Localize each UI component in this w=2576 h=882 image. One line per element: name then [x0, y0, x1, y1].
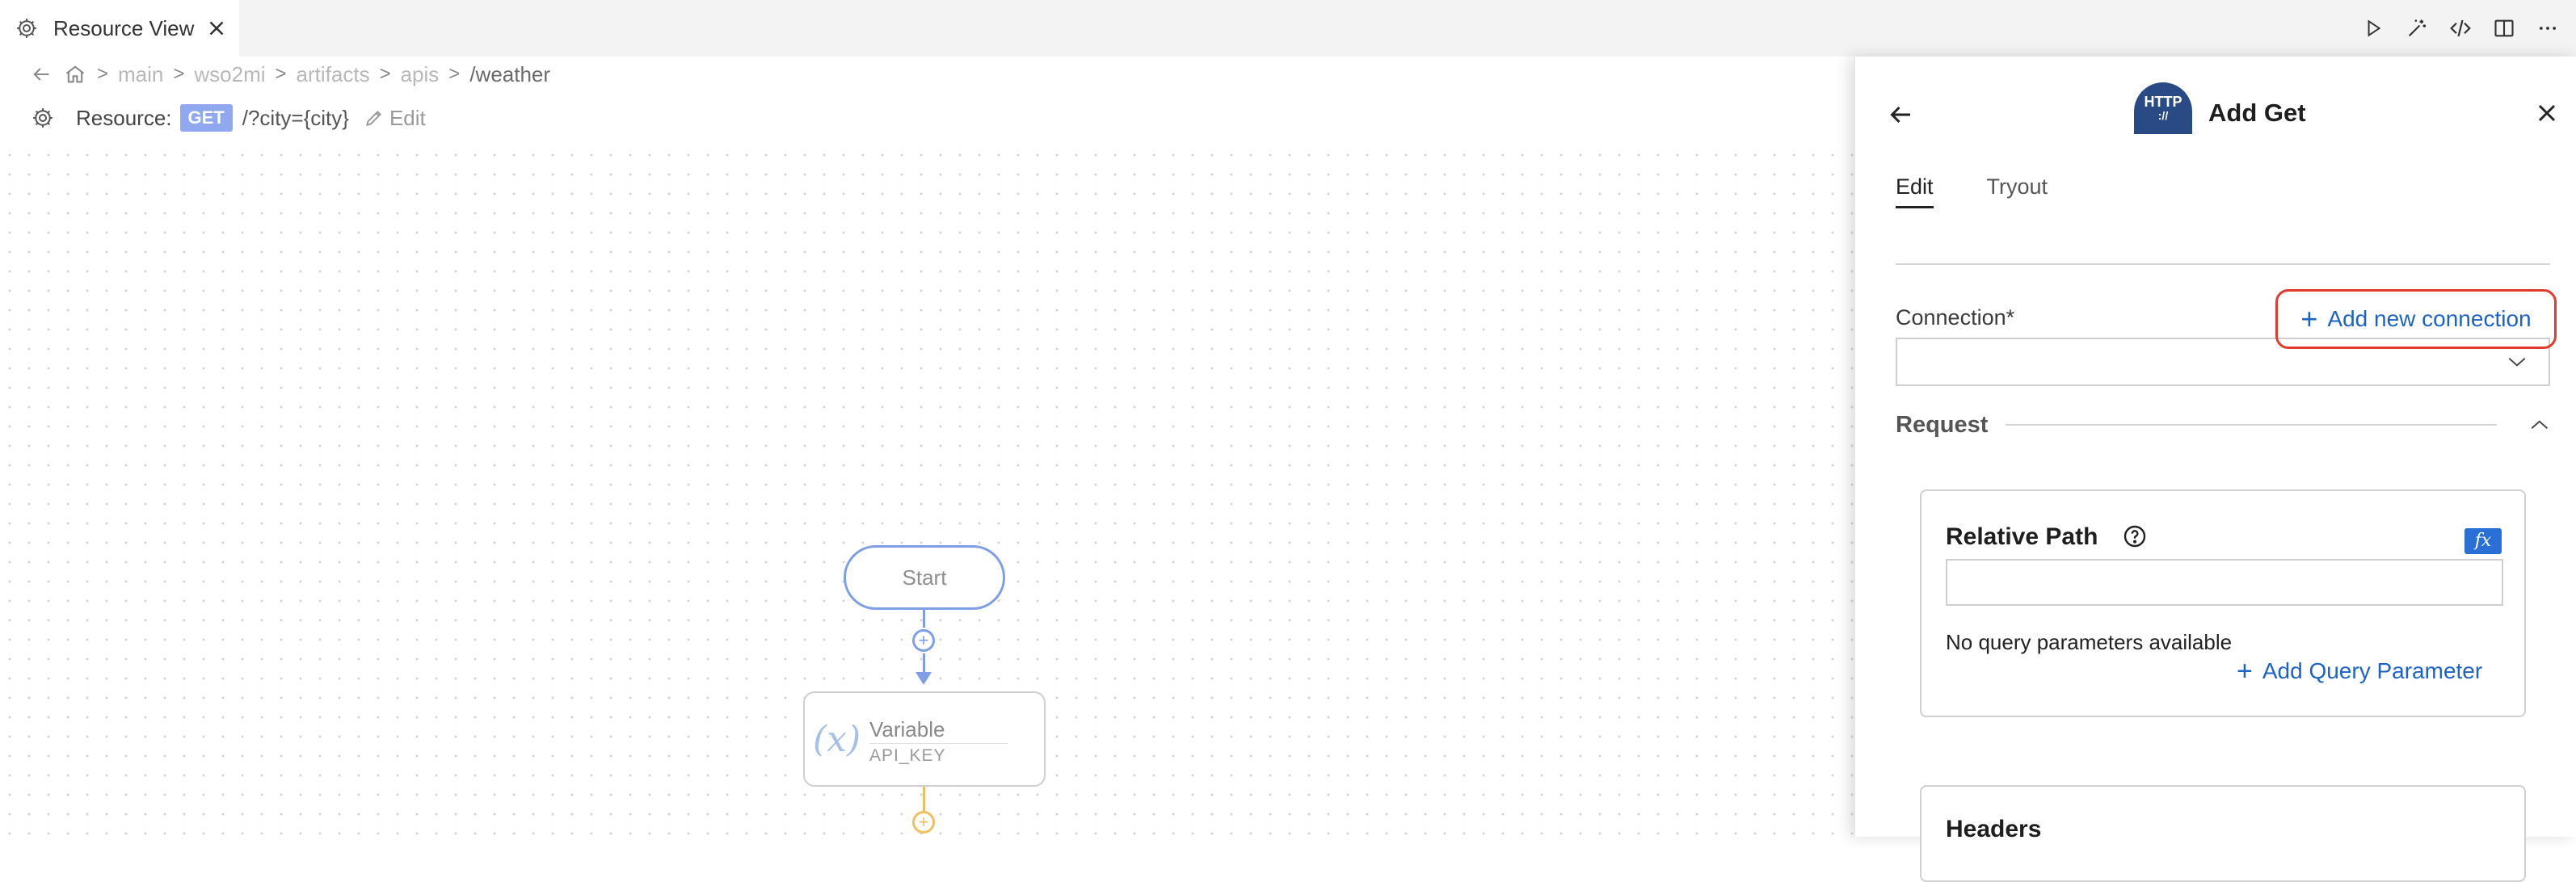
connection-select[interactable] [1896, 338, 2550, 386]
chevron-down-icon [2508, 357, 2526, 367]
add-query-parameter-label: Add Query Parameter [2262, 658, 2483, 683]
help-icon[interactable] [2122, 523, 2148, 549]
divider [1896, 263, 2550, 265]
headers-title: Headers [1946, 816, 2042, 842]
start-node[interactable]: Start [844, 545, 1005, 610]
side-panel: HTTP :// Add Get Edit Tryout Connection*… [1854, 57, 2576, 882]
home-icon [65, 65, 85, 83]
http-logo: HTTP :// [2134, 82, 2192, 134]
request-section-title: Request [1896, 411, 1989, 438]
logo-sub: :// [2157, 109, 2169, 122]
tab-edit[interactable]: Edit [1896, 174, 1934, 208]
more-actions-button[interactable] [2532, 13, 2563, 44]
breadcrumb-item[interactable]: apis [400, 61, 440, 86]
split-view-icon [2494, 19, 2514, 37]
logo-text: HTTP [2144, 94, 2182, 110]
breadcrumb-current: /weather [469, 61, 551, 86]
start-label: Start [902, 565, 947, 590]
split-editor-button[interactable] [2489, 13, 2519, 44]
chevron-right-icon: > [97, 63, 109, 85]
request-section-header[interactable]: Request [1896, 409, 2550, 441]
edit-label: Edit [389, 105, 426, 130]
divider [869, 743, 1008, 744]
back-arrow-button[interactable] [29, 62, 53, 86]
chevron-right-icon: > [448, 63, 461, 85]
resource-header: Resource: GET /?city={city} Edit [31, 102, 426, 134]
gear-icon [33, 108, 53, 128]
pencil-icon [365, 111, 381, 127]
chevron-right-icon: > [275, 63, 287, 85]
arrow-left-icon [33, 68, 49, 81]
tab-resource-view[interactable]: Resource View [0, 0, 239, 57]
magic-wand-icon [2408, 19, 2427, 37]
code-icon [2450, 19, 2471, 37]
variable-icon: (𝑥) [813, 719, 861, 760]
panel-tabs: Edit Tryout [1896, 174, 2048, 208]
connection-label: Connection* [1896, 305, 2015, 330]
relative-path-input[interactable] [1946, 559, 2503, 606]
resource-label: Resource: [76, 105, 172, 130]
gear-icon [17, 19, 36, 38]
home-button[interactable] [63, 62, 87, 86]
source-code-button[interactable] [2445, 13, 2476, 44]
relative-path-title: Relative Path [1946, 523, 2098, 550]
ellipsis-icon [2539, 27, 2557, 30]
breadcrumb-item[interactable]: wso2mi [194, 61, 266, 86]
connector-line [923, 653, 925, 674]
add-step-button[interactable]: + [912, 629, 935, 652]
add-connection-label: Add new connection [2327, 306, 2532, 331]
headers-card: Headers [1920, 785, 2526, 882]
breadcrumb-item[interactable]: artifacts [296, 61, 370, 86]
no-query-params-text: No query parameters available [1946, 630, 2233, 654]
run-button[interactable] [2358, 13, 2389, 44]
resource-path: /?city={city} [242, 105, 349, 130]
method-badge: GET [179, 104, 233, 132]
arrow-left-icon[interactable] [1886, 100, 1915, 129]
close-icon[interactable] [204, 16, 229, 40]
divider [2006, 424, 2498, 426]
plus-icon: + [2300, 302, 2318, 335]
edit-resource-button[interactable]: Edit [364, 106, 426, 131]
add-step-button[interactable]: + [912, 811, 935, 834]
ai-assist-button[interactable] [2401, 13, 2432, 44]
tab-title: Resource View [53, 15, 195, 40]
breadcrumb-item[interactable]: main [118, 61, 164, 86]
expression-button[interactable]: fx [2464, 528, 2502, 554]
panel-title: Add Get [2208, 99, 2306, 127]
arrow-head-icon [915, 672, 932, 685]
tab-tryout[interactable]: Tryout [1986, 174, 2048, 199]
relative-path-card: Relative Path fx No query parameters ava… [1920, 489, 2526, 717]
breadcrumb: > main > wso2mi > artifacts > apis > /we… [29, 61, 550, 87]
variable-node-title: Variable [869, 717, 945, 741]
add-query-parameter-button[interactable]: + Add Query Parameter [2237, 657, 2482, 685]
variable-node-subtitle: API_KEY [869, 746, 946, 765]
add-new-connection-button[interactable]: + Add new connection [2275, 289, 2557, 349]
chevron-right-icon: > [173, 63, 185, 85]
play-icon [2368, 19, 2381, 37]
variable-node[interactable]: (𝑥) Variable API_KEY [803, 691, 1046, 787]
connector-line [923, 610, 925, 628]
editor-actions [2358, 13, 2563, 44]
editor-tab-bar: Resource View [0, 0, 2576, 57]
chevron-right-icon: > [379, 63, 391, 85]
chevron-up-icon[interactable] [2529, 417, 2550, 433]
connector-line [923, 787, 925, 813]
plus-icon: + [2237, 656, 2253, 687]
close-icon[interactable] [2532, 99, 2561, 128]
